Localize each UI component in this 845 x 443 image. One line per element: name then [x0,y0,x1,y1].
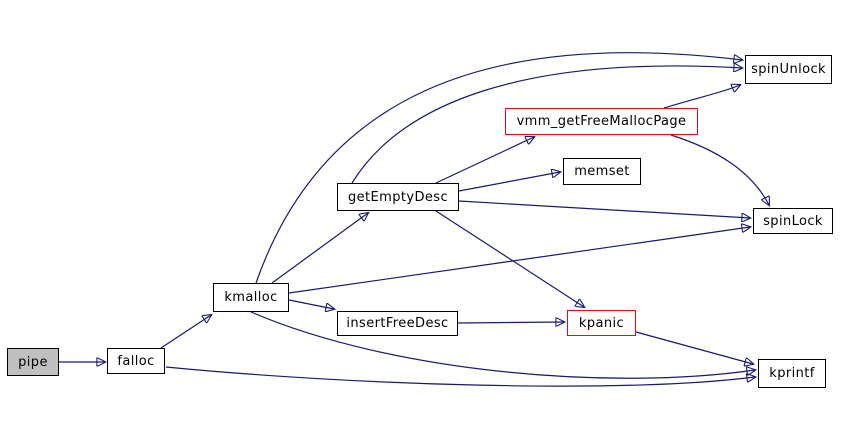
edge-getEmptyDesc-vmm [435,137,534,184]
edge-getEmptyDesc-spinUnlock [351,66,742,184]
node-pipe[interactable]: pipe [7,348,59,376]
edge-vmm-spinLock [670,134,769,205]
node-kpanic[interactable]: kpanic [567,310,636,336]
edge-kmalloc-getEmptyDesc [271,213,368,284]
node-kprintf[interactable]: kprintf [758,359,826,388]
node-spinLock[interactable]: spinLock [753,208,833,234]
edge-getEmptyDesc-memset [458,172,560,192]
edge-falloc-kprintf [165,366,755,387]
edge-kmalloc-insertFreeDesc [288,299,334,309]
edge-falloc-kmalloc [160,315,211,349]
node-spinUnlock[interactable]: spinUnlock [745,55,832,84]
edge-kmalloc-spinUnlock [255,52,742,284]
edge-vmm-spinUnlock [663,85,740,109]
node-kmalloc[interactable]: kmalloc [213,283,289,312]
edge-kmalloc-spinLock [288,227,750,294]
node-falloc[interactable]: falloc [107,348,165,374]
node-memset[interactable]: memset [563,158,641,185]
edge-kpanic-kprintf [635,331,753,364]
edge-kmalloc-kprintf [250,311,755,379]
edge-getEmptyDesc-kpanic [435,210,584,307]
edge-getEmptyDesc-spinLock [458,200,750,218]
node-getEmptyDesc[interactable]: getEmptyDesc [337,183,459,211]
node-insertFreeDesc[interactable]: insertFreeDesc [337,311,458,336]
node-vmm-getFreeMallocPage[interactable]: vmm_getFreeMallocPage [505,108,698,135]
edge-insertFreeDesc-kpanic [457,322,564,323]
